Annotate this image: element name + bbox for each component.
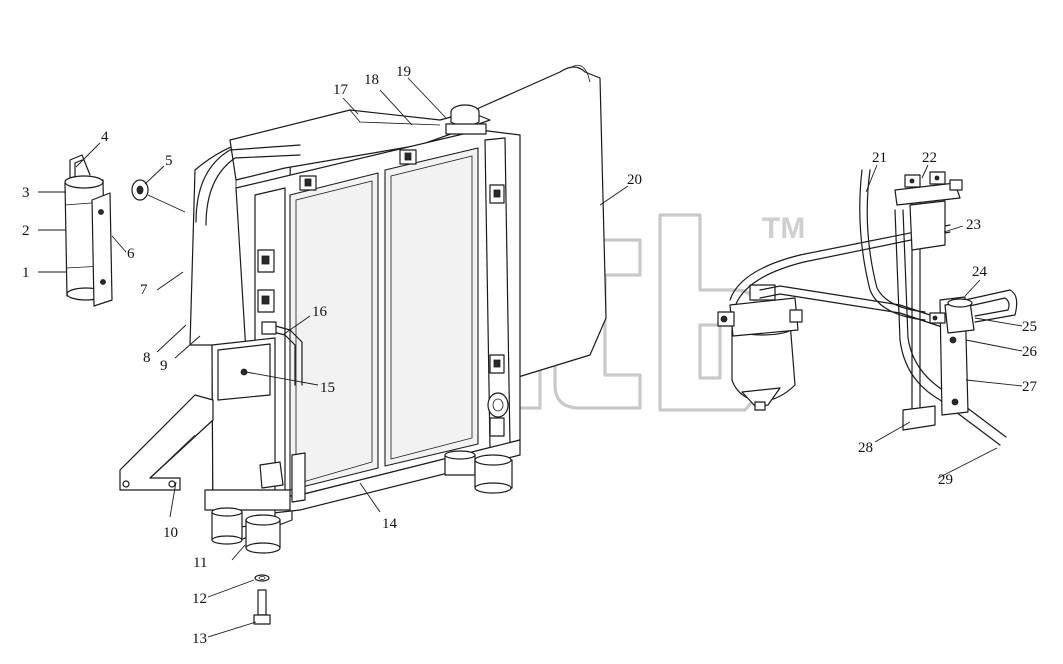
rubber-mounts: [211, 450, 513, 554]
callout-28: 28: [858, 440, 873, 456]
callout-10: 10: [163, 525, 178, 541]
callout-13: 13: [192, 631, 207, 647]
valve-block: [894, 171, 975, 431]
callout-labels: 1 2 3 4 5 6 7 8 9 10 11 12 13 14 15 16 1…: [22, 64, 1038, 647]
callout-22: 22: [922, 150, 937, 166]
callout-29: 29: [938, 472, 953, 488]
callout-3: 3: [22, 185, 30, 201]
callout-1: 1: [22, 265, 30, 281]
callout-12: 12: [192, 591, 207, 607]
callout-14: 14: [382, 516, 398, 532]
radiator-assembly: [119, 64, 607, 625]
callout-11: 11: [193, 555, 207, 571]
callout-20: 20: [627, 172, 642, 188]
callout-21: 21: [872, 150, 887, 166]
callout-17: 17: [333, 82, 349, 98]
callout-15: 15: [320, 380, 335, 396]
callout-4: 4: [101, 129, 109, 145]
leader-lines: [38, 77, 1023, 638]
callout-8: 8: [143, 350, 151, 366]
callout-7: 7: [140, 282, 148, 298]
receiver-dryer: [64, 154, 186, 307]
hoses: [729, 169, 1018, 446]
callout-19: 19: [396, 64, 411, 80]
callout-25: 25: [1022, 319, 1037, 335]
fuel-water-separator: [717, 284, 803, 411]
callout-5: 5: [165, 153, 173, 169]
callout-2: 2: [22, 223, 30, 239]
callout-26: 26: [1022, 344, 1038, 360]
watermark-trademark: TM: [762, 212, 805, 245]
callout-24: 24: [972, 264, 988, 280]
callout-27: 27: [1022, 379, 1038, 395]
callout-18: 18: [364, 72, 379, 88]
callout-16: 16: [312, 304, 328, 320]
callout-6: 6: [127, 246, 135, 262]
callout-23: 23: [966, 217, 981, 233]
callout-9: 9: [160, 358, 168, 374]
